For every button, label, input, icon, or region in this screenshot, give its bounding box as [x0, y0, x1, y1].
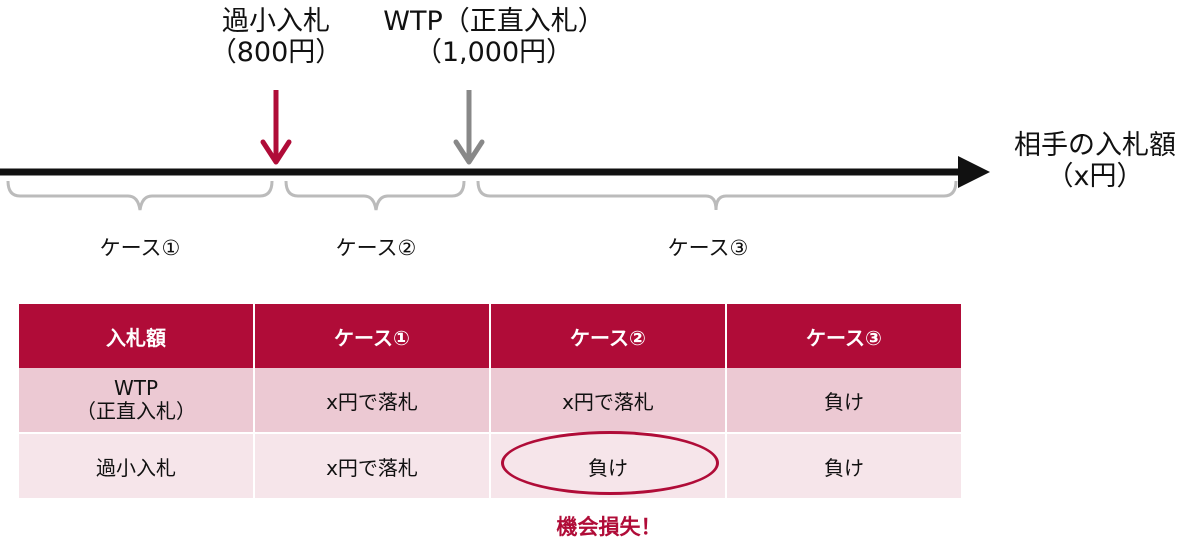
- axis-label-line1: 相手の入札額: [1014, 130, 1176, 161]
- underbid-arrow-head: [260, 139, 292, 165]
- table-cell: x円で落札: [253, 368, 491, 434]
- case2-brace: [284, 180, 466, 211]
- underbid-label: 過小入札 （800円）: [186, 6, 366, 68]
- wtp-value-text: （1,000円）: [414, 37, 574, 69]
- table-header-cell: 入札額: [17, 304, 255, 368]
- table-header-row: 入札額 ケース① ケース② ケース③: [17, 304, 963, 368]
- wtp-label-text: WTP（正直入札）: [383, 6, 605, 37]
- bid-outcome-table: 入札額 ケース① ケース② ケース③ WTP （正直入札） x円で落札 x円で落…: [17, 304, 963, 498]
- underbid-label-text: 過小入札: [222, 6, 330, 37]
- table-row-label: WTP （正直入札）: [17, 368, 255, 434]
- table-row-label: 過小入札: [17, 433, 255, 498]
- case1-label: ケース①: [99, 236, 181, 260]
- table-header-cell: ケース②: [489, 304, 727, 368]
- case3-brace: [476, 180, 958, 211]
- table-row-wtp: WTP （正直入札） x円で落札 x円で落札 負け: [17, 368, 963, 434]
- opportunity-loss-highlight: [501, 431, 719, 495]
- opportunity-loss-label: 機会損失！: [556, 515, 662, 539]
- axis-label: 相手の入札額 （x円）: [990, 130, 1200, 192]
- bid-axis-diagram: [0, 90, 990, 211]
- table-row-label-line2: （正直入札）: [76, 399, 196, 423]
- table-cell: x円で落札: [489, 368, 727, 434]
- table-row-label-line1: WTP: [113, 376, 159, 400]
- table-cell: x円で落札: [253, 433, 491, 498]
- case1-brace: [6, 180, 274, 211]
- wtp-arrow-head: [453, 139, 485, 165]
- wtp-label: WTP（正直入札） （1,000円）: [354, 6, 634, 68]
- case3-label: ケース③: [667, 236, 749, 260]
- case2-label: ケース②: [335, 236, 417, 260]
- table-header-cell: ケース①: [253, 304, 491, 368]
- underbid-value-text: （800円）: [209, 37, 343, 69]
- table-row-underbid: 過小入札 x円で落札 負け 負け: [17, 433, 963, 498]
- table-header-cell: ケース③: [725, 304, 963, 368]
- axis-label-line2: （x円）: [1046, 161, 1144, 193]
- table-cell: 負け: [725, 368, 963, 434]
- table-cell: 負け: [725, 433, 963, 498]
- bid-axis-arrowhead: [958, 156, 990, 188]
